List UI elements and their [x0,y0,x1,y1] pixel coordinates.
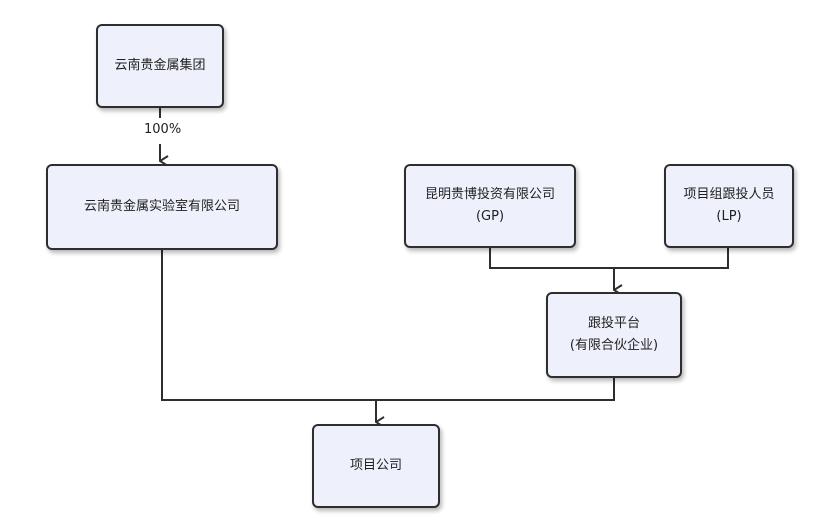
node-label: 云南贵金属集团 [114,58,206,73]
node-kunming-boda-investment[interactable]: 昆明贵博投资有限公司 (GP) [404,164,576,248]
node-team-co-investors[interactable]: 项目组跟投人员 (LP) [664,164,794,248]
node-yunnan-precious-metals-lab[interactable]: 云南贵金属实验室有限公司 [46,164,278,250]
node-label: 项目公司 [349,458,402,473]
edge-lab-platform-merge [161,250,615,401]
edge-gp-lp-merge [489,248,729,269]
node-yunnan-precious-metals-group[interactable]: 云南贵金属集团 [96,24,224,108]
edge-label-100-percent: 100% [142,122,184,137]
node-label: 云南贵金属实验室有限公司 [83,199,240,214]
node-sublabel: (LP) [716,209,742,224]
node-label: 昆明贵博投资有限公司 [424,187,555,202]
node-label: 跟投平台 [587,316,640,331]
node-project-company[interactable]: 项目公司 [312,424,440,508]
node-sublabel: (有限合伙企业) [569,338,659,353]
node-co-invest-platform[interactable]: 跟投平台 (有限合伙企业) [546,292,682,378]
node-label: 项目组跟投人员 [683,187,775,202]
node-sublabel: (GP) [475,209,505,224]
